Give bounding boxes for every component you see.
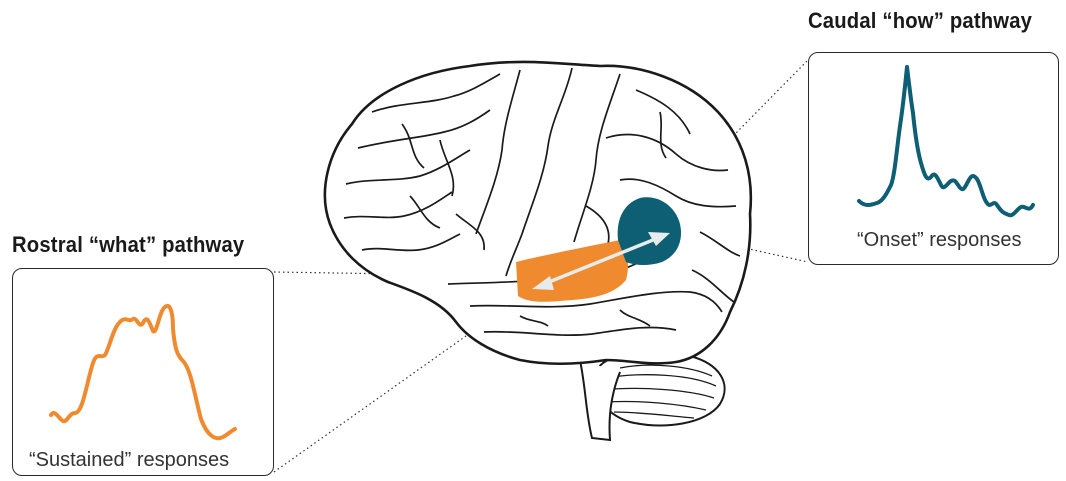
sustained-response-trace [13, 269, 275, 477]
rostral-response-panel: “Sustained” responses [12, 268, 274, 476]
rostral-pathway-title: Rostral “what” pathway [12, 232, 244, 258]
sustained-responses-caption: “Sustained” responses [29, 449, 229, 472]
onset-responses-caption: “Onset” responses [857, 229, 1022, 252]
caudal-response-panel: “Onset” responses [808, 52, 1059, 265]
caudal-pathway-title: Caudal “how” pathway [808, 8, 1032, 34]
